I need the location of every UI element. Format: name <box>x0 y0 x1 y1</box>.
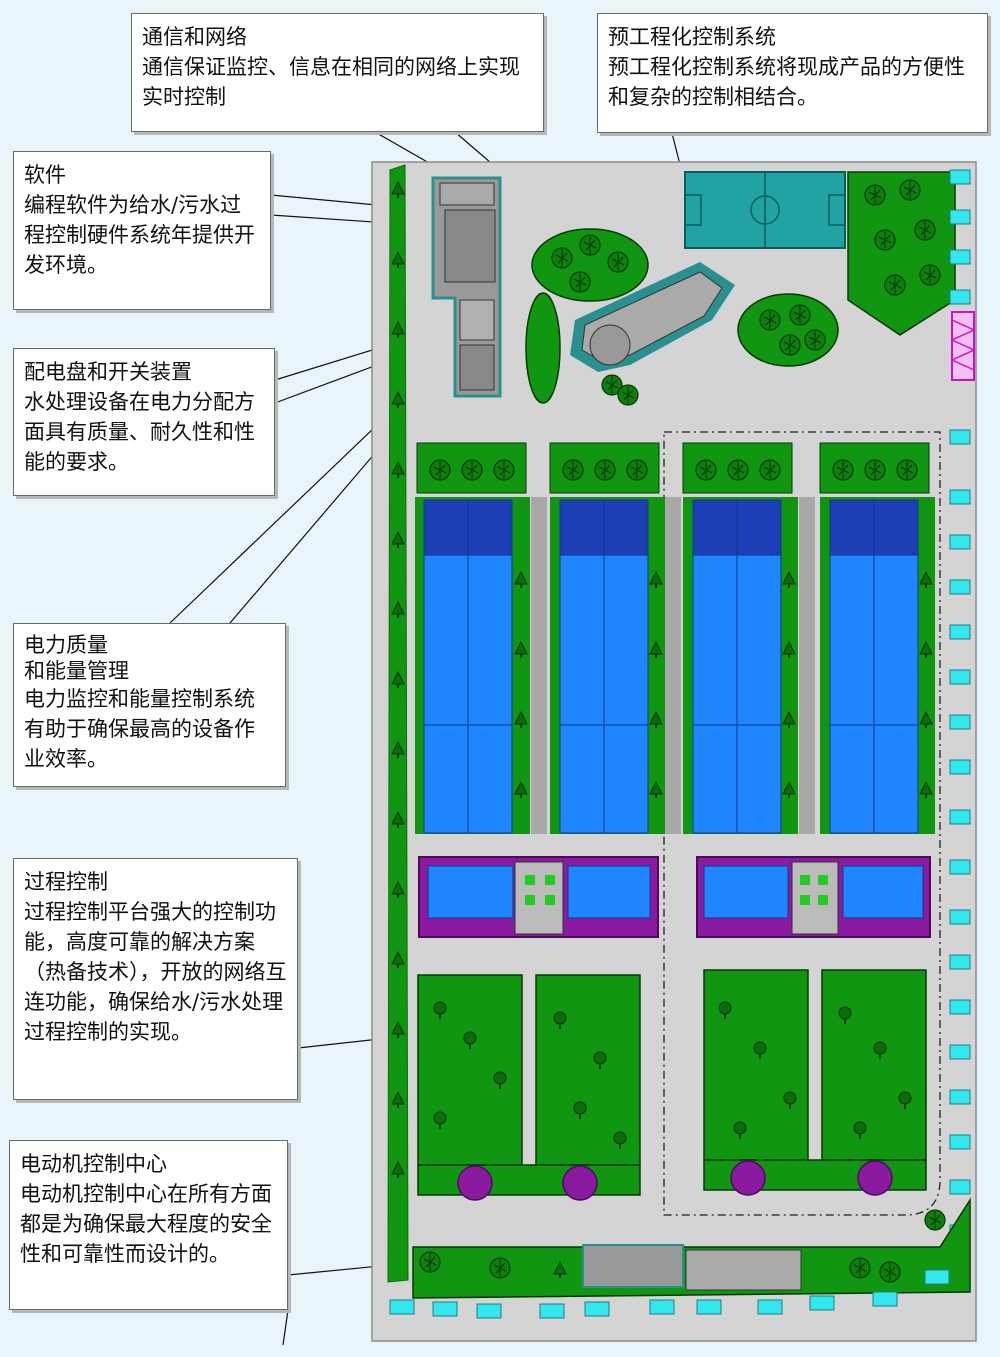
callout-title: 软件 <box>24 163 66 187</box>
callout-pre-engineered-control: 预工程化控制系统 预工程化控制系统将现成产品的方便性和复杂的控制相结合。 <box>597 13 988 133</box>
control-building <box>431 176 502 398</box>
filter-buildings <box>418 856 931 938</box>
callout-motor-control-center: 电动机控制中心 电动机控制中心在所有方面都是为确保最大程度的安全性和可靠性而设计… <box>9 1140 288 1310</box>
garden-oval-2 <box>525 292 561 404</box>
callout-text: 电动机控制中心在所有方面都是为确保最大程度的安全性和可靠性而设计的。 <box>20 1182 272 1266</box>
south-boundary-markers <box>389 1269 950 1319</box>
callout-title: 电动机控制中心 <box>20 1152 167 1176</box>
dashed-boundary <box>663 431 941 1216</box>
northeast-garden <box>847 171 956 336</box>
sludge-yards <box>417 969 927 1201</box>
callout-title: 配电盘和开关装置 <box>24 360 192 384</box>
south-strip <box>412 1197 971 1299</box>
sports-court <box>684 171 846 249</box>
garden-oval-1 <box>531 228 649 302</box>
callout-text: 过程控制平台强大的控制功能，高度可靠的解决方案（热备技术），开放的网络互连功能，… <box>24 900 287 1044</box>
callout-title: 预工程化控制系统 <box>608 25 776 49</box>
callout-title: 电力质量 和能量管理 <box>24 633 129 683</box>
callout-power-quality: 电力质量 和能量管理 电力监控和能量控制系统有助于确保最高的设备作业效率。 <box>13 623 286 787</box>
tree-strips <box>416 442 930 494</box>
aeration-tanks <box>415 497 935 834</box>
callout-title: 通信和网络 <box>142 25 247 49</box>
callout-software: 软件 编程软件为给水/污水过程控制硬件系统年提供开发环境。 <box>13 151 271 310</box>
callout-text: 预工程化控制系统将现成产品的方便性和复杂的控制相结合。 <box>608 55 965 109</box>
admin-building <box>570 262 735 406</box>
callout-text: 电力监控和能量控制系统有助于确保最高的设备作业效率。 <box>24 687 255 771</box>
callout-process-control: 过程控制 过程控制平台强大的控制功能，高度可靠的解决方案（热备技术），开放的网络… <box>13 858 298 1100</box>
callout-switchgear: 配电盘和开关装置 水处理设备在电力分配方面具有质量、耐久性和性能的要求。 <box>13 348 275 496</box>
callout-text: 编程软件为给水/污水过程控制硬件系统年提供开发环境。 <box>24 193 255 277</box>
callout-communication: 通信和网络 通信保证监控、信息在相同的网络上实现实时控制 <box>131 13 544 132</box>
east-boundary-markers <box>949 169 971 1240</box>
callout-title: 过程控制 <box>24 870 108 894</box>
callout-text: 水处理设备在电力分配方面具有质量、耐久性和性能的要求。 <box>24 390 255 474</box>
callout-text: 通信保证监控、信息在相同的网络上实现实时控制 <box>142 55 520 109</box>
